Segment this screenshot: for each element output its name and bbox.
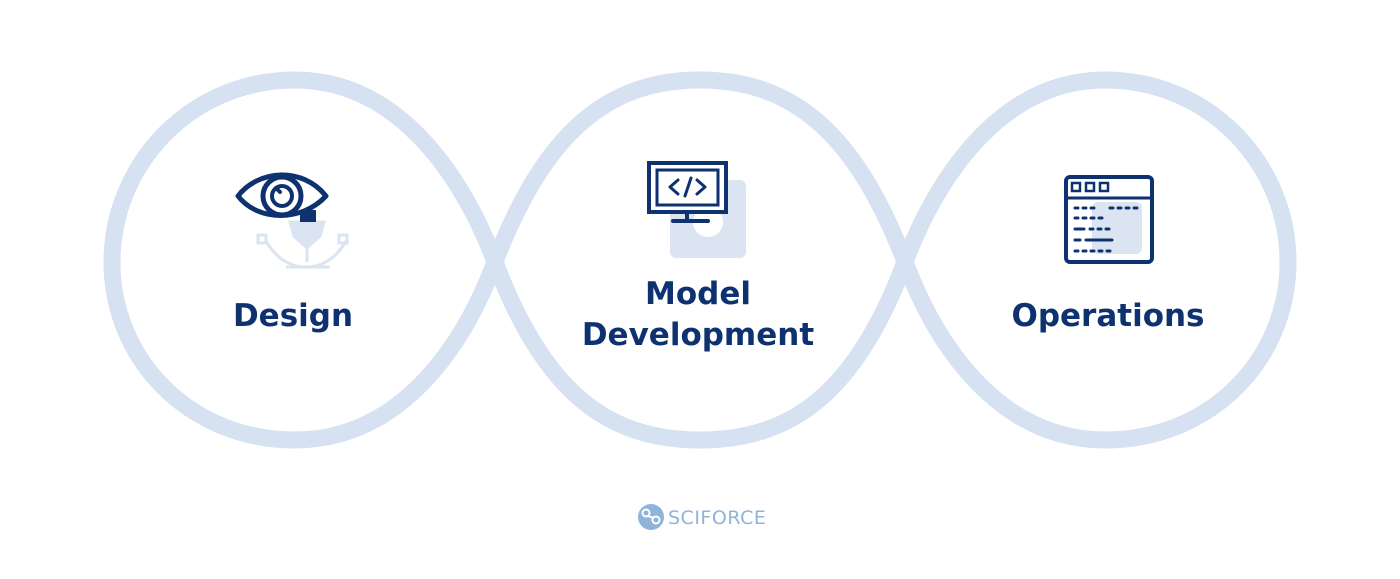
brand-name: SCIFORCE: [668, 507, 766, 529]
monitor-code-icon: [647, 161, 746, 258]
stage-label-model: Model: [645, 276, 751, 312]
stage-label-design: Design: [233, 298, 353, 334]
eye-pen-icon: [235, 172, 349, 269]
stage-label-operations: Operations: [1011, 298, 1204, 334]
loop-path: [103, 71, 1297, 449]
sciforce-logo-icon: [638, 504, 664, 530]
stage-label-development: Development: [582, 317, 814, 353]
browser-code-icon: [1064, 175, 1154, 264]
